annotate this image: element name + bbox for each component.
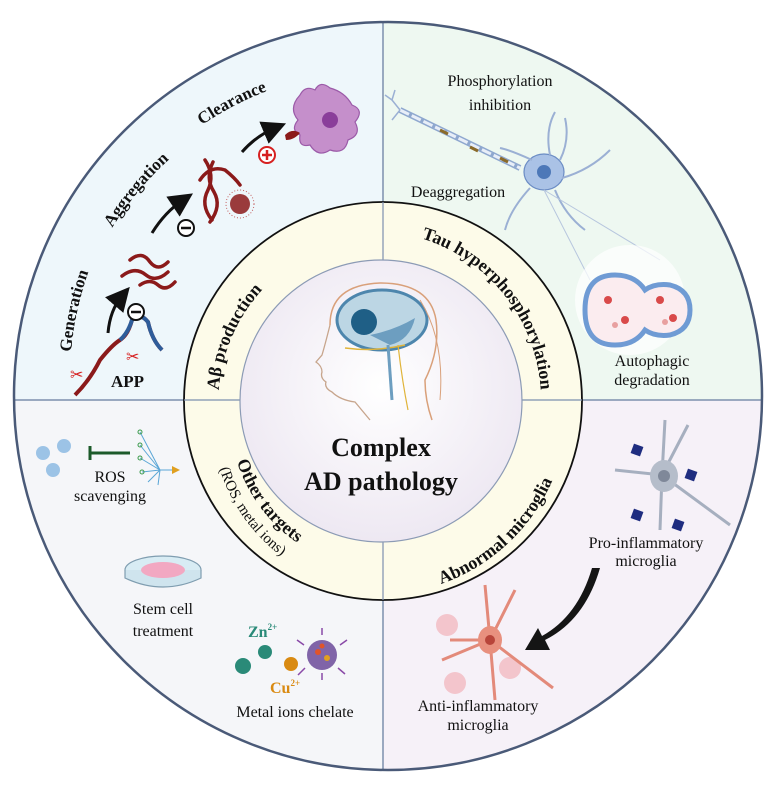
inhibit-bar-icon bbox=[88, 446, 130, 460]
label-phosphorylation: Phosphorylation bbox=[448, 73, 553, 90]
other-targets-quadrant: ROS scavenging Stem cell treatment Zn2+ … bbox=[36, 429, 354, 721]
anti-inflammatory-microglia-icon bbox=[436, 584, 554, 701]
autophagosome-icon bbox=[575, 245, 693, 355]
abeta-fibril-icon bbox=[198, 158, 242, 224]
ros-cells-icon bbox=[36, 439, 71, 477]
human-head-brain-icon bbox=[315, 282, 442, 421]
scissors-icon-2: ✂ bbox=[126, 349, 139, 366]
nanoparticle-branch-icon bbox=[137, 429, 180, 486]
label-scavenging: scavenging bbox=[74, 488, 146, 505]
label-stem-cell: Stem cell bbox=[133, 601, 194, 618]
chelator-nanoparticle-icon bbox=[296, 628, 348, 680]
label-treatment: treatment bbox=[133, 623, 194, 640]
promote-icon bbox=[258, 146, 276, 164]
neuron-icon bbox=[384, 89, 661, 281]
pro-inflammatory-microglia-icon bbox=[614, 419, 731, 532]
label-anti-microglia: microglia bbox=[447, 717, 508, 734]
label-anti-inflammatory: Anti-inflammatory bbox=[418, 698, 539, 715]
label-pro-microglia: microglia bbox=[615, 553, 676, 570]
center-title-line1: Complex bbox=[331, 433, 431, 462]
inhibit-icon-2 bbox=[177, 219, 195, 237]
abeta-oligomer-icon bbox=[120, 253, 177, 290]
zinc-ion-icon bbox=[235, 645, 272, 674]
label-inhibition: inhibition bbox=[469, 97, 531, 114]
scissors-icon: ✂ bbox=[70, 367, 83, 384]
outer-circle-outline bbox=[12, 20, 764, 772]
copper-ion-icon bbox=[284, 657, 298, 671]
inhibit-icon bbox=[127, 303, 145, 321]
label-metal-chelate: Metal ions chelate bbox=[236, 704, 353, 721]
label-ros: ROS bbox=[94, 469, 125, 486]
center-title-line2: AD pathology bbox=[304, 467, 458, 496]
tau-quadrant: Phosphorylation inhibition Deaggregation… bbox=[384, 73, 693, 389]
arrow-generation bbox=[105, 286, 130, 334]
label-deaggregation: Deaggregation bbox=[411, 184, 505, 201]
label-pro-inflammatory: Pro-inflammatory bbox=[589, 535, 704, 552]
conversion-arrow bbox=[525, 568, 600, 650]
phagocytic-microglia-icon bbox=[285, 83, 360, 154]
arrow-aggregation bbox=[150, 193, 193, 234]
label-zn: Zn2+ bbox=[248, 622, 277, 641]
abeta-plaque-icon bbox=[230, 194, 250, 214]
label-cu: Cu2+ bbox=[270, 678, 300, 697]
petri-dish-icon bbox=[124, 555, 202, 588]
label-app: APP bbox=[111, 372, 144, 391]
arrow-clearance bbox=[240, 121, 287, 153]
microglia-quadrant: Pro-inflammatory microglia Anti-inflamma… bbox=[418, 419, 731, 734]
center-circle bbox=[239, 259, 523, 543]
label-autophagic: Autophagic bbox=[615, 353, 690, 370]
label-degradation: degradation bbox=[614, 372, 690, 389]
